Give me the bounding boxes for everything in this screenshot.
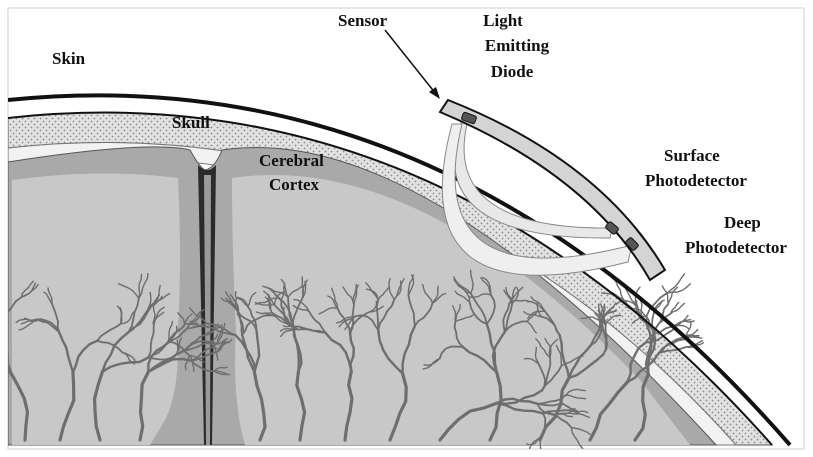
label-cortex-2: Cortex	[269, 175, 320, 194]
label-skin: Skin	[52, 49, 86, 68]
label-surface-2: Photodetector	[645, 171, 747, 190]
label-surface-1: Surface	[664, 146, 720, 165]
label-sensor: Sensor	[338, 11, 388, 30]
label-skull: Skull	[172, 113, 210, 132]
vessel-branch	[0, 293, 2, 323]
label-led-1: Light	[483, 11, 523, 30]
label-cortex-1: Cerebral	[259, 151, 324, 170]
label-deep-1: Deep	[724, 213, 761, 232]
label-deep-2: Photodetector	[685, 238, 787, 257]
vessel-branch	[0, 288, 2, 324]
label-led-2: Emitting	[485, 36, 550, 55]
label-led-3: Diode	[491, 62, 534, 81]
